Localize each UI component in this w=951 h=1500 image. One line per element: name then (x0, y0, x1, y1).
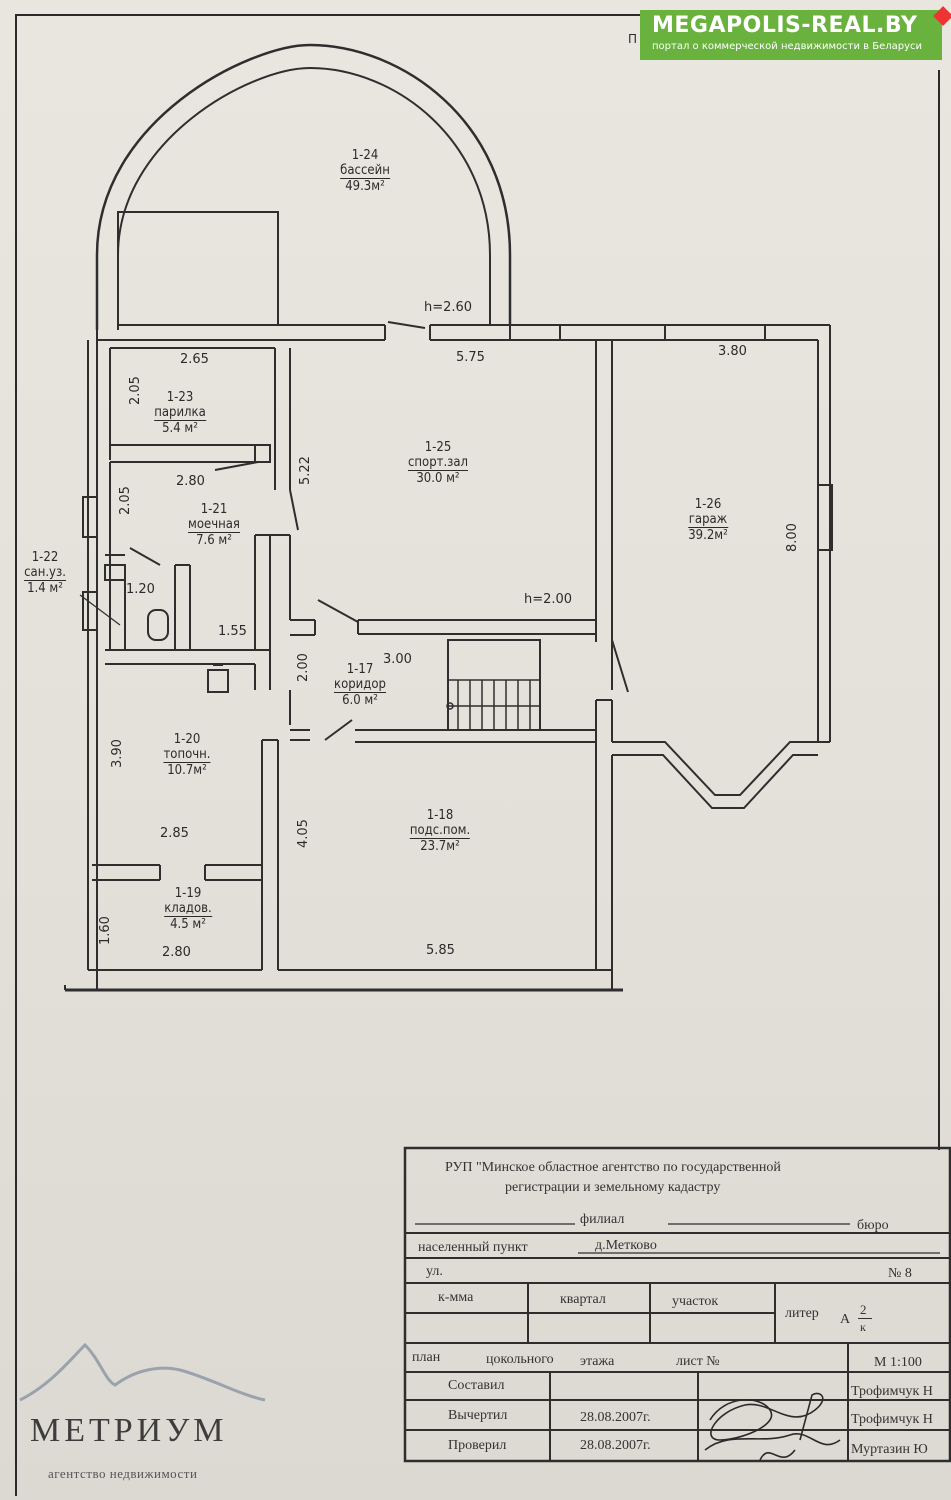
tb-checked-by: Муртазин Ю (851, 1442, 928, 1457)
dim-storage-width: 2.80 (162, 945, 191, 960)
dim-height-gym: h=2.00 (524, 592, 573, 607)
tb-liter-num: 2 (860, 1302, 867, 1317)
dim-utility-width: 5.85 (426, 943, 455, 958)
agency-logo-mark (19, 1342, 266, 1402)
tb-liter-fraction-bar (858, 1318, 872, 1319)
dim-utility-depth: 4.05 (296, 819, 311, 848)
corner-mark: П (628, 32, 638, 46)
pool-basin (117, 211, 279, 326)
tb-street-label: ул. (426, 1264, 443, 1279)
tb-floor-label: цокольного (486, 1352, 554, 1367)
tb-liter-value: А (840, 1312, 851, 1327)
signature (704, 1392, 841, 1461)
tb-settlement-value: д.Метково (595, 1238, 657, 1253)
dim-wc-width: 1.20 (126, 582, 155, 597)
dim-corridor-depth: 2.00 (296, 653, 311, 682)
tb-buro: бюро (857, 1218, 889, 1233)
tb-scale: М 1:100 (874, 1355, 922, 1370)
tb-liter-den: к (860, 1320, 866, 1334)
tb-etazh-label: этажа (580, 1354, 615, 1369)
tb-drawn-date: 28.08.2007г. (580, 1410, 651, 1425)
watermark-title: MEGAPOLIS-REAL.BY (652, 13, 918, 38)
tb-checked-date: 28.08.2007г. (580, 1438, 651, 1453)
dim-wash-width: 2.80 (176, 474, 205, 489)
dim-wash-inner: 1.55 (218, 624, 247, 639)
tb-drawn-label: Вычертил (448, 1408, 508, 1423)
tb-filial: филиал (580, 1212, 625, 1227)
dim-sauna-width: 2.65 (180, 352, 209, 367)
outer-wall (65, 330, 98, 991)
tb-org-line2: регистрации и земельному кадастру (505, 1180, 721, 1195)
tb-composed-label: Составил (448, 1378, 505, 1393)
tb-km-label: к-мма (438, 1290, 474, 1305)
garage-bay (612, 741, 830, 796)
tb-uchastok-label: участок (672, 1294, 719, 1309)
dim-storage-depth: 1.60 (98, 916, 113, 945)
sheet-frame (15, 14, 945, 1496)
dim-garage-depth: 8.00 (785, 523, 800, 552)
agency-logo-tagline: агентство недвижимости (48, 1466, 198, 1481)
sheet-frame-right (938, 70, 940, 1150)
tb-number: № 8 (888, 1266, 912, 1281)
tb-sheet-label: лист № (676, 1354, 720, 1369)
dim-corridor-width: 3.00 (383, 652, 412, 667)
tb-checked-label: Проверил (448, 1438, 507, 1453)
tb-liter-label: литер (785, 1306, 819, 1321)
megapolis-watermark: MEGAPOLIS-REAL.BY портал о коммерческой … (640, 6, 951, 60)
tb-org-line1: РУП "Минское областное агентство по госу… (445, 1160, 781, 1175)
tb-plan-label: план (412, 1350, 441, 1365)
tb-composed-by: Трофимчук Н (851, 1384, 933, 1399)
tb-drawn-by: Трофимчук Н (851, 1412, 933, 1427)
agency-logo-name: МЕТРИУМ (30, 1412, 228, 1449)
dim-wash-depth: 2.05 (118, 486, 133, 515)
watermark-subtitle: портал о коммерческой недвижимости в Бел… (652, 41, 922, 52)
pool-arch-inner (117, 66, 491, 330)
dim-gym-depth: 5.22 (298, 456, 313, 485)
dim-boiler-width: 2.85 (160, 826, 189, 841)
pool-arch-outer (95, 43, 512, 330)
dim-height-pool: h=2.60 (424, 300, 473, 315)
dim-garage-width: 3.80 (718, 344, 747, 359)
title-block (403, 1146, 951, 1463)
dim-boiler-depth: 3.90 (110, 739, 125, 768)
tb-kvartal-label: квартал (560, 1292, 606, 1307)
tb-settlement-label: населенный пункт (418, 1240, 528, 1255)
dim-sauna-depth: 2.05 (128, 376, 143, 405)
dim-gym-width: 5.75 (456, 350, 485, 365)
